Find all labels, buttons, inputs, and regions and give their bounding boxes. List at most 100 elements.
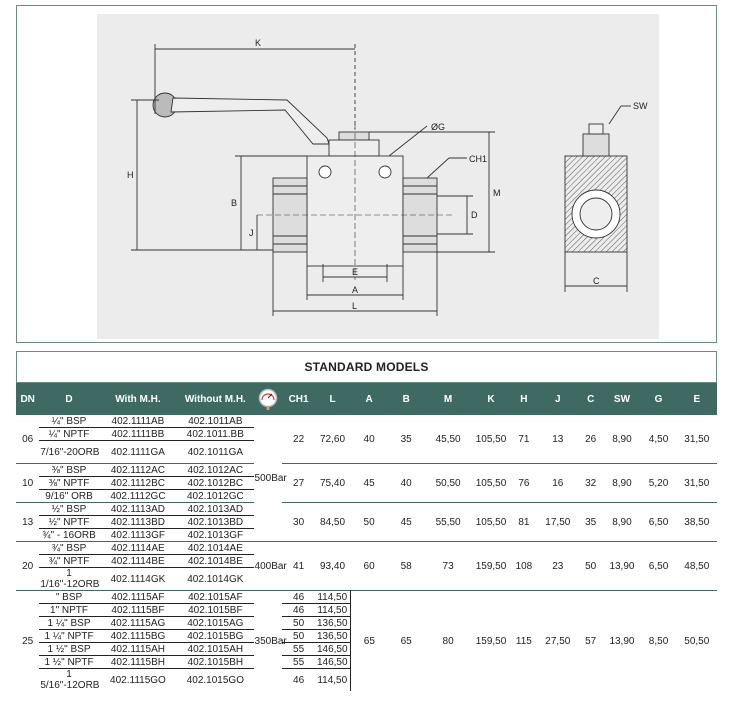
cell-j: 27,50 — [537, 590, 578, 691]
cell-sw: 8,90 — [603, 463, 641, 503]
technical-drawing: K H B J ØG CH1 M D E A L SW C — [97, 14, 659, 339]
cell-without-mh: 402.1012AC — [177, 463, 254, 477]
cell-d: ⅜" BSP — [39, 463, 99, 477]
cell-l: 136,50 — [315, 616, 351, 630]
cell-g: 8,50 — [640, 590, 677, 691]
cell-d: 1 ½" NPTF — [39, 655, 99, 669]
cell-without-mh: 402.1015BG — [177, 629, 254, 643]
cell-l: 114,50 — [315, 603, 351, 617]
cell-d: ¾" BSP — [39, 541, 99, 555]
cell-d: ¾" - 16ORB — [42, 529, 96, 541]
cell-with-mh: 402.1113AD — [98, 502, 178, 516]
table-row: 1 ½" BSP 402.1115AH 402.1015AH 55 146,50 — [16, 642, 717, 656]
cell-h: 115 — [510, 590, 538, 691]
cell-dn: 20 — [16, 541, 40, 591]
header-dn: DN — [16, 383, 40, 415]
cell-h: 81 — [510, 502, 538, 542]
dim-label-k: K — [255, 38, 261, 48]
cell-without-mh: 402.1011AB — [177, 415, 254, 428]
dim-label-j: J — [249, 228, 254, 238]
cell-h: 76 — [510, 463, 538, 503]
header-a: A — [350, 383, 389, 415]
cell-b: 40 — [388, 463, 425, 503]
table-row: ¾" NPTF 402.1114BE 402.1014BE — [16, 554, 717, 568]
cell-d: 1 ½" BSP — [39, 642, 99, 656]
header-pressure — [253, 383, 283, 415]
cell-without-mh: 402.1013AD — [177, 502, 254, 516]
cell-with-mh: 402.1115AH — [98, 642, 178, 656]
cell-d: ⅜" NPTF — [39, 476, 99, 490]
cell-h: 108 — [510, 541, 538, 591]
cell-l: 72,60 — [319, 433, 346, 445]
cell-without-mh: 402.1015GO — [186, 674, 244, 686]
cell-sw: 13,90 — [603, 541, 641, 591]
cell-pressure: 350Bar — [253, 590, 287, 691]
cell-k: 105,50 — [471, 502, 511, 542]
cell-d: 1 1/16"-12ORB — [40, 568, 100, 590]
table-row: 1 ½" NPTF 402.1115BH 402.1015BH 55 146,5… — [16, 655, 717, 669]
table-row: 25 " BSP 402.1115AF 402.1015AF 350Bar 46… — [16, 590, 717, 691]
cell-with-mh: 402.1114BE — [98, 554, 178, 568]
cell-dn: 10 — [16, 463, 40, 503]
table-row: 20 ¾" BSP 402.1114AE 402.1014AE 400Bar 4… — [16, 541, 717, 591]
cell-without-mh: 402.1014BE — [177, 554, 254, 568]
header-with-mh: With M.H. — [98, 383, 178, 415]
header-sw: SW — [603, 383, 641, 415]
cell-with-mh: 402.1111GA — [110, 446, 165, 458]
table-row: 1 5/16"-12ORB 402.1115GO 402.1015GO 46 1… — [16, 668, 717, 691]
table-row: 1 ¼" BSP 402.1115AG 402.1015AG 50 136,50 — [16, 616, 717, 630]
cell-ch1: 50 — [282, 629, 316, 643]
dim-label-l: L — [352, 301, 357, 311]
pressure-gauge-icon — [258, 388, 278, 410]
cell-without-mh: 402.1012BC — [177, 476, 254, 490]
cell-e: 48,50 — [676, 541, 717, 591]
header-h: H — [510, 383, 538, 415]
cell-ch1: 46 — [282, 603, 316, 617]
cell-with-mh: 402.1115BG — [98, 629, 178, 643]
cell-j: 17,50 — [537, 502, 578, 542]
cell-with-mh: 402.1114AE — [98, 541, 178, 555]
cell-without-mh: 402.1011GA — [187, 446, 244, 458]
dim-label-d: D — [471, 210, 478, 220]
cell-dn: 25 — [16, 590, 40, 691]
cell-c: 57 — [577, 590, 604, 691]
cell-l: 146,50 — [315, 642, 351, 656]
cell-d: 7/16"-20ORB — [40, 446, 100, 458]
cell-sw: 8,90 — [603, 502, 641, 542]
cell-ch1: 22 — [293, 433, 305, 445]
cell-j: 16 — [537, 463, 578, 503]
cell-with-mh: 402.1114GK — [110, 573, 166, 585]
cell-pressure: 400Bar — [253, 541, 287, 591]
cell-d: 1 ¼" BSP — [39, 616, 99, 630]
table-row: 1 ¼" NPTF 402.1115BG 402.1015BG 50 136,5… — [16, 629, 717, 643]
cell-c: 26 — [585, 433, 597, 445]
table-row: ¼" NPTF 402.1111BB 402.1011.BB — [16, 427, 717, 441]
cell-e: 31,50 — [676, 463, 717, 503]
table-row: 1" NPTF 402.1115BF 402.1015BF 46 114,50 — [16, 603, 717, 617]
cell-without-mh: 402.1011.BB — [177, 427, 254, 441]
cell-without-mh: 402.1015BF — [177, 603, 254, 617]
cell-with-mh: 402.1115BF — [98, 603, 178, 617]
dim-label-ch1: CH1 — [469, 154, 487, 164]
table-row: 10 ⅜" BSP 402.1112AC 402.1012AC 27 75,40… — [16, 463, 717, 503]
cell-d: ½" NPTF — [39, 515, 99, 529]
cell-l: 136,50 — [315, 629, 351, 643]
cell-without-mh: 402.1014GK — [187, 573, 244, 585]
cell-l: 114,50 — [315, 590, 351, 604]
cell-l: 114,50 — [315, 668, 351, 691]
cell-l: 84,50 — [315, 502, 350, 542]
cell-with-mh: 402.1113GF — [110, 529, 165, 541]
cell-d: " BSP — [39, 590, 99, 604]
dim-label-g: ØG — [431, 122, 445, 132]
cell-b: 65 — [388, 590, 425, 691]
cell-with-mh: 402.1115GO — [110, 674, 166, 686]
dim-label-b: B — [231, 198, 237, 208]
cell-with-mh: 402.1113BD — [98, 515, 178, 529]
table-row: 06 ¼" BSP 402.1111AB 402.1011AB 500Bar 2… — [16, 415, 717, 483]
table-row: ⅜" NPTF 402.1112BC 402.1012BC — [16, 476, 717, 490]
cell-without-mh: 402.1012GC — [186, 490, 244, 502]
cell-d: ¼" BSP — [39, 415, 99, 428]
cell-l: 146,50 — [315, 655, 351, 669]
dim-label-e: E — [352, 267, 358, 277]
cell-ch1: 27 — [282, 463, 316, 503]
